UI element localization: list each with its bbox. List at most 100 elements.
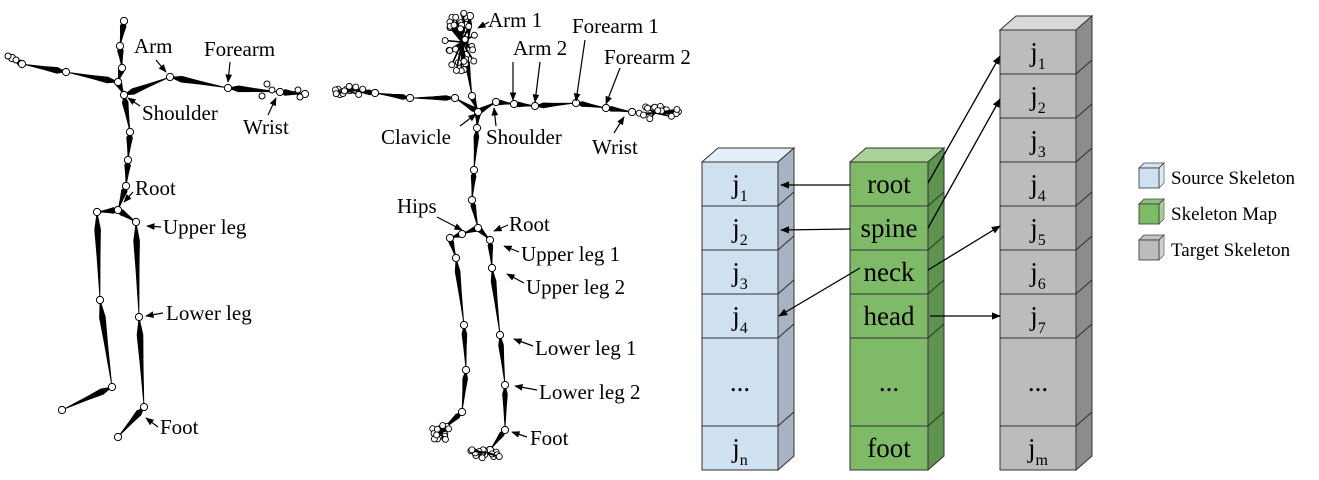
label-foot-b: Foot — [530, 426, 569, 450]
bone — [490, 267, 501, 336]
joint — [95, 295, 105, 305]
mapping-arrows — [778, 55, 1001, 320]
joint — [92, 207, 102, 217]
joint — [473, 223, 483, 233]
bone — [374, 92, 411, 100]
label-arm-1: Arm 1 — [488, 8, 542, 32]
joint — [61, 67, 71, 77]
label-hips: Hips — [397, 194, 437, 218]
skeleton-a-bones — [11, 20, 306, 438]
joint — [627, 107, 637, 117]
joint — [115, 41, 125, 51]
legend-swatch — [1138, 203, 1160, 225]
map-cell-label: foot — [867, 433, 911, 463]
target-cell: j6 — [999, 234, 1093, 296]
target-cell-label: j5 — [1029, 213, 1046, 249]
label-shoulder: Shoulder — [142, 101, 218, 125]
legend-label: Target Skeleton — [1171, 240, 1291, 261]
target-cell-label: ... — [1028, 367, 1048, 397]
joint — [258, 92, 266, 100]
bone — [454, 257, 465, 326]
joint — [119, 16, 129, 26]
bone — [498, 334, 506, 386]
legend-label: Skeleton Map — [1171, 204, 1277, 225]
label-upper-leg: Upper leg — [163, 215, 247, 239]
map-cell: spine — [849, 190, 945, 252]
map-cell-label: root — [867, 169, 911, 199]
bone — [121, 94, 131, 133]
map-cell-label: head — [864, 301, 915, 331]
joint — [113, 432, 123, 442]
label-forearm-2: Forearm 2 — [604, 45, 691, 69]
joint — [485, 235, 495, 245]
joint — [450, 93, 460, 103]
label-root: Root — [135, 176, 176, 200]
joint — [459, 320, 469, 330]
map-cell-label: neck — [864, 257, 915, 287]
bone — [461, 368, 468, 413]
finger-cluster — [331, 82, 367, 99]
bone — [461, 323, 468, 371]
legend-item: Source Skeleton — [1138, 162, 1296, 189]
label-lower-leg-2: Lower leg 2 — [539, 380, 640, 404]
joint — [500, 425, 510, 435]
map-cell: ... — [849, 322, 945, 428]
joint — [405, 93, 415, 103]
bone — [533, 102, 577, 109]
target-cell: j7 — [999, 278, 1093, 340]
label-lower-leg: Lower leg — [166, 301, 252, 325]
source-cell-label: j1 — [731, 169, 748, 205]
target-cell: j2 — [999, 58, 1093, 120]
joint — [457, 407, 467, 417]
label-root-b: Root — [509, 212, 550, 236]
joint — [121, 181, 131, 191]
finger-cluster — [467, 446, 503, 462]
joint — [223, 83, 233, 93]
bone — [99, 299, 113, 388]
bone — [473, 126, 480, 171]
joint — [461, 365, 471, 375]
bone — [136, 316, 145, 408]
bone — [94, 211, 101, 301]
source-cell-label: jn — [731, 433, 748, 469]
joint — [113, 77, 123, 87]
legend-item: Skeleton Map — [1138, 198, 1277, 225]
label-lower-leg-1: Lower leg 1 — [535, 336, 636, 360]
target-cell: j3 — [999, 102, 1093, 164]
joint — [445, 233, 455, 243]
bone — [61, 386, 114, 411]
joint — [123, 155, 133, 165]
skeleton-a-joints — [4, 16, 310, 442]
source-cell-label: j2 — [731, 213, 748, 249]
legend-swatch — [1138, 167, 1160, 189]
label-foot: Foot — [160, 415, 199, 439]
label-clavicle: Clavicle — [381, 125, 451, 149]
source-cell-label: j4 — [731, 301, 748, 337]
label-arm-2: Arm 2 — [513, 36, 567, 60]
joint — [500, 380, 510, 390]
joint — [469, 165, 479, 175]
finger-cluster — [441, 9, 478, 75]
target-cell: ... — [999, 322, 1093, 428]
joint — [268, 86, 276, 94]
target-cell: jm — [999, 410, 1093, 472]
bone — [470, 199, 479, 229]
map-cell: foot — [849, 410, 945, 472]
joint — [296, 93, 304, 101]
joint — [467, 195, 477, 205]
joint — [165, 72, 175, 82]
joint — [294, 86, 302, 94]
bone — [487, 239, 494, 269]
legend-item: Target Skeleton — [1138, 234, 1291, 261]
skeleton-b-label-arrows — [436, 21, 625, 438]
bone — [21, 63, 67, 74]
joint — [107, 382, 117, 392]
joint — [12, 56, 20, 64]
bone — [470, 169, 477, 201]
source-cell-label: ... — [730, 367, 750, 397]
finger-cluster — [635, 102, 682, 123]
joint — [509, 99, 519, 109]
